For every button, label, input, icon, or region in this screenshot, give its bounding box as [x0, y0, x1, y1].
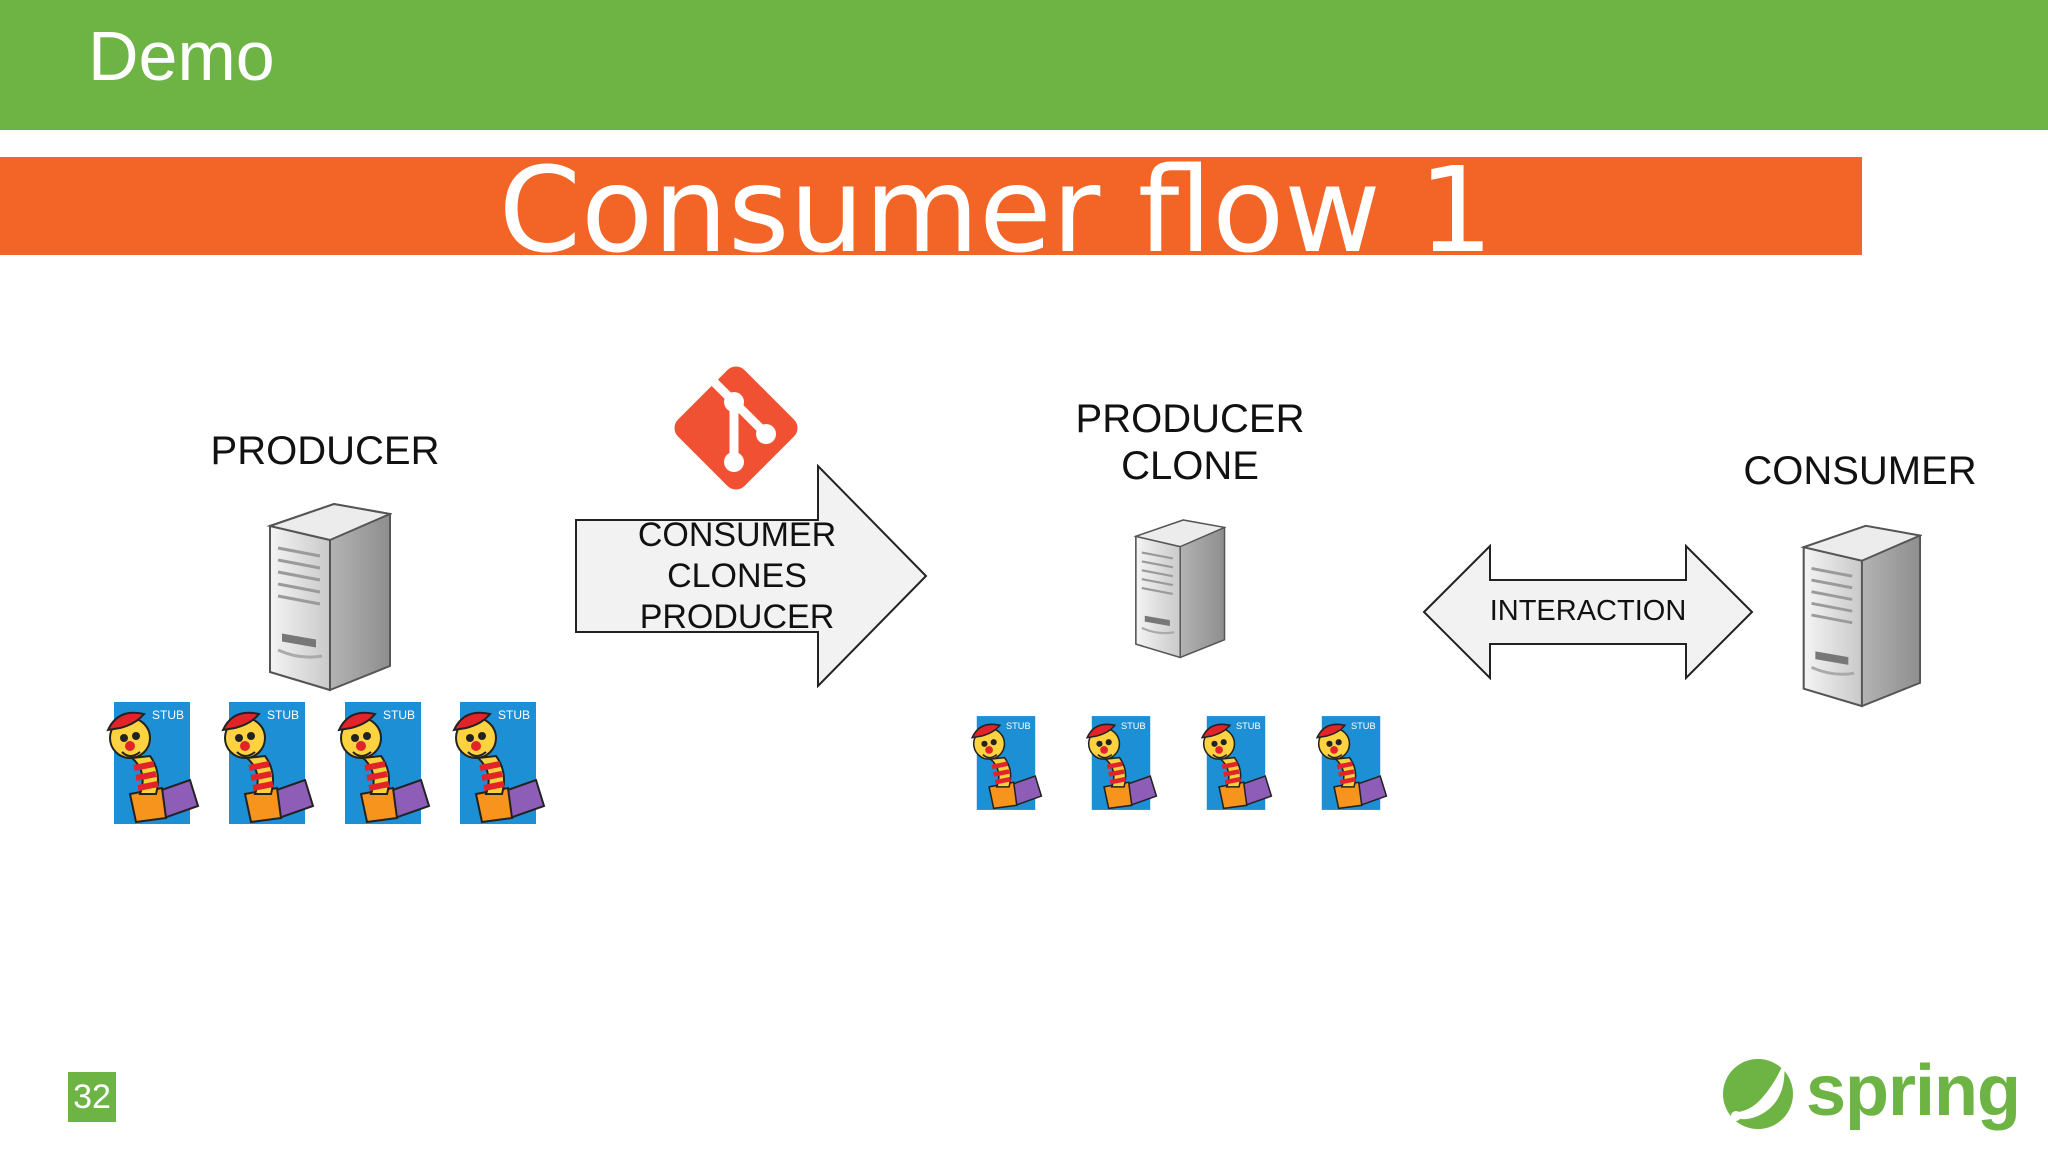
- producer-label: PRODUCER: [210, 429, 440, 473]
- producer-server-icon: [266, 502, 392, 692]
- slide-title: Consumer flow 1: [498, 141, 1494, 279]
- stub-jack-in-the-box-icon: STUB: [1311, 716, 1391, 815]
- consumer-server-icon: [1800, 524, 1922, 708]
- clone-arrow-shape: [575, 464, 928, 688]
- stub-label: STUB: [383, 708, 415, 722]
- spring-leaf-icon: [1723, 1059, 1793, 1129]
- stub-label: STUB: [1351, 721, 1376, 731]
- stub-jack-in-the-box-icon: STUB: [331, 702, 435, 829]
- header-title: Demo: [88, 17, 275, 95]
- stub-label: STUB: [1236, 721, 1261, 731]
- producer-clone-server-icon: [1133, 519, 1226, 659]
- stub-jack-in-the-box-icon: STUB: [215, 702, 319, 829]
- stub-label: STUB: [267, 708, 299, 722]
- stub-label: STUB: [498, 708, 530, 722]
- stub-label: STUB: [1006, 721, 1031, 731]
- stub-jack-in-the-box-icon: STUB: [1081, 716, 1161, 815]
- git-logo-icon: [674, 366, 798, 490]
- stub-label: STUB: [152, 708, 184, 722]
- header-bar: [0, 0, 2048, 130]
- clone-arrow-label: CONSUMER CLONES PRODUCER: [637, 516, 837, 636]
- consumer-label: CONSUMER: [1743, 449, 1977, 493]
- stub-jack-in-the-box-icon: STUB: [446, 702, 550, 829]
- producer-clone-label: PRODUCER CLONE: [1075, 397, 1305, 488]
- stub-jack-in-the-box-icon: STUB: [1196, 716, 1276, 815]
- stub-label: STUB: [1121, 721, 1146, 731]
- interaction-arrow-shape: [1422, 544, 1754, 680]
- stub-jack-in-the-box-icon: STUB: [100, 702, 204, 829]
- title-banner: [0, 157, 1862, 255]
- stub-jack-in-the-box-icon: STUB: [966, 716, 1046, 815]
- slide-number: 32: [68, 1072, 116, 1122]
- interaction-label: INTERACTION: [1489, 595, 1687, 627]
- spring-logo-text: spring: [1806, 1051, 2021, 1131]
